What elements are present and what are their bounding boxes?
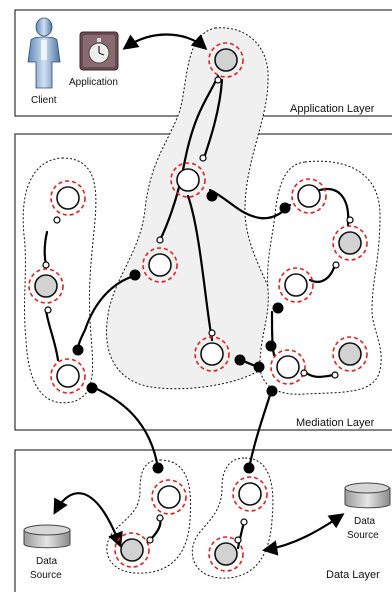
data-source-right-line1: Data xyxy=(354,516,376,527)
stopwatch-icon xyxy=(79,31,119,71)
service-node-d2[interactable] xyxy=(114,532,150,568)
service-node-r3[interactable] xyxy=(278,267,314,303)
application-label: Application xyxy=(69,77,118,88)
service-node-l3[interactable] xyxy=(50,358,86,394)
service-node-app[interactable] xyxy=(208,42,244,78)
service-node-r1[interactable] xyxy=(291,178,327,214)
database-icon xyxy=(23,524,71,549)
client-actor[interactable]: Client xyxy=(27,17,61,106)
data-layer-label: Data Layer xyxy=(326,569,380,581)
mediation-layer-label: Mediation Layer xyxy=(296,417,375,429)
data-source-right-line2: Source xyxy=(347,530,379,541)
user-icon xyxy=(27,17,61,89)
data-source-left-line2: Source xyxy=(30,570,62,581)
database-icon xyxy=(344,482,391,509)
arrows xyxy=(53,33,345,556)
service-node-l2[interactable] xyxy=(28,268,64,304)
service-node-r5[interactable] xyxy=(332,336,368,372)
client-label: Client xyxy=(31,95,57,106)
service-node-m2[interactable] xyxy=(142,247,178,283)
data-source-right[interactable]: Data Source xyxy=(344,482,391,541)
data-source-left-line1: Data xyxy=(36,556,58,567)
ports xyxy=(42,76,354,544)
service-nodes xyxy=(28,42,368,572)
service-node-m3[interactable] xyxy=(194,336,230,372)
service-node-d4[interactable] xyxy=(208,536,244,572)
left-service-group xyxy=(22,157,97,404)
service-node-d3[interactable] xyxy=(232,476,268,512)
application-layer-label: Application Layer xyxy=(290,103,375,115)
service-node-d1[interactable] xyxy=(151,479,187,515)
service-node-r2[interactable] xyxy=(332,225,368,261)
application-actor[interactable]: Application xyxy=(69,31,119,88)
service-node-r4[interactable] xyxy=(270,349,306,385)
service-node-m1[interactable] xyxy=(170,162,206,198)
data-source-left[interactable]: Data Source xyxy=(23,524,71,581)
application-composition-group xyxy=(106,27,283,390)
service-node-l1[interactable] xyxy=(50,180,86,216)
